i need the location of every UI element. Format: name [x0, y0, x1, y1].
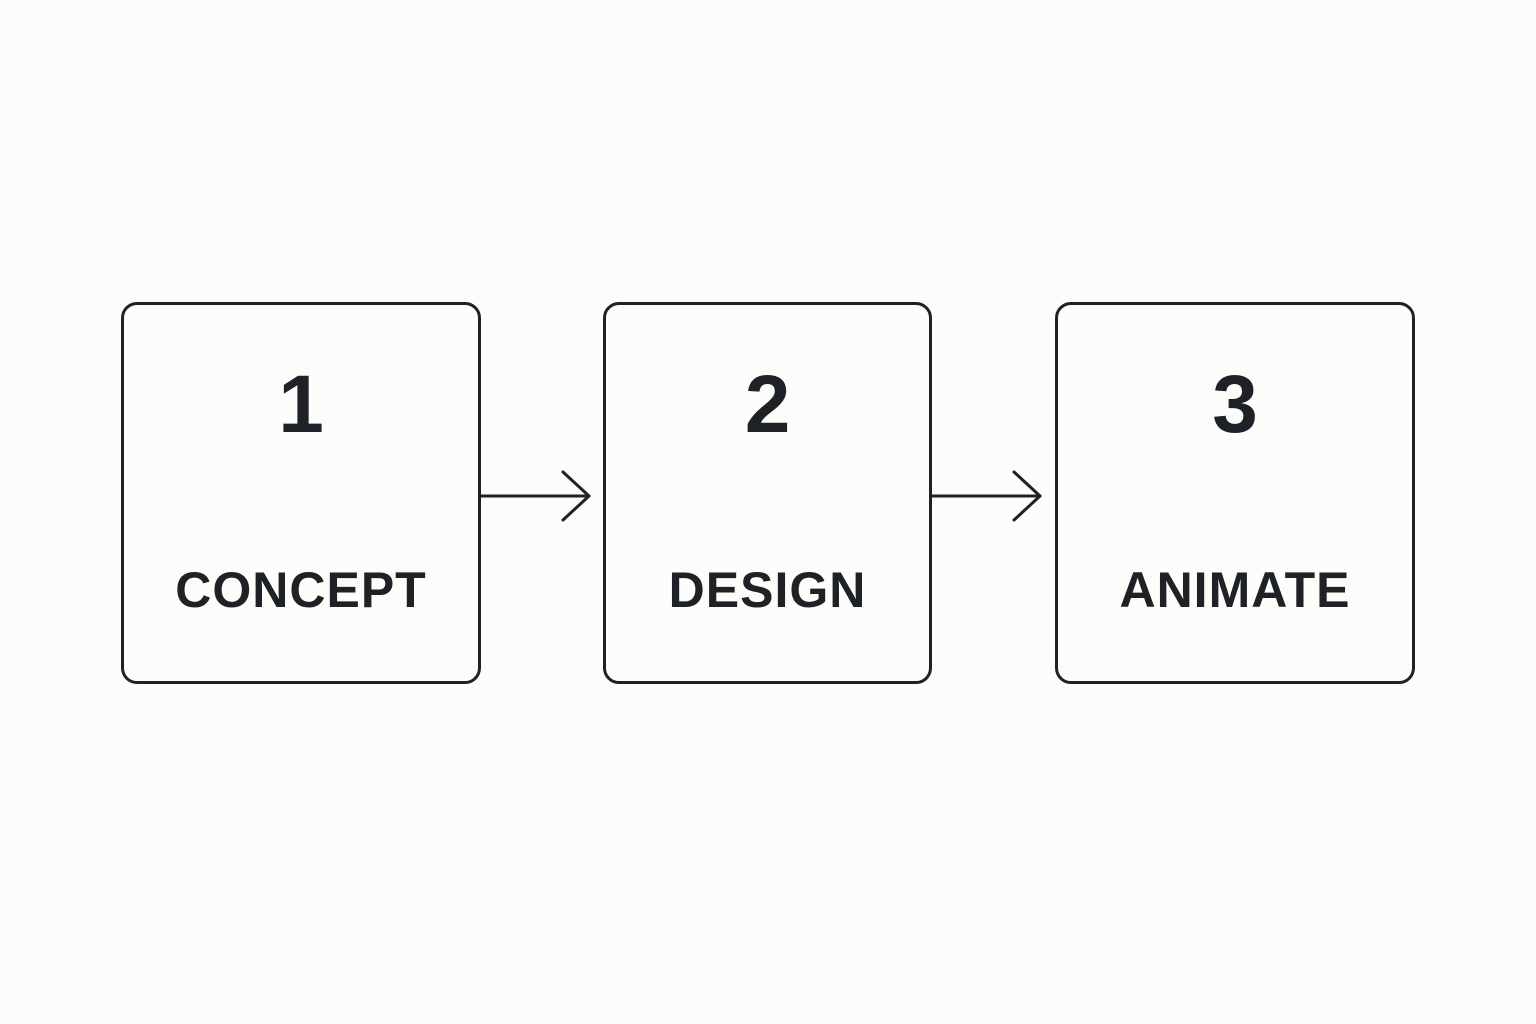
step-number: 2: [744, 359, 791, 450]
step-box-design: 2 DESIGN: [603, 302, 932, 684]
step-box-animate: 3 ANIMATE: [1055, 302, 1415, 684]
step-box-concept: 1 CONCEPT: [121, 302, 481, 684]
step-label: ANIMATE: [1119, 562, 1351, 618]
arrow-right-icon: [479, 470, 591, 522]
step-number: 3: [1212, 359, 1258, 450]
step-label: DESIGN: [668, 562, 867, 618]
step-number: 1: [278, 359, 324, 450]
step-label: CONCEPT: [175, 562, 427, 618]
arrow-right-icon: [930, 470, 1042, 522]
